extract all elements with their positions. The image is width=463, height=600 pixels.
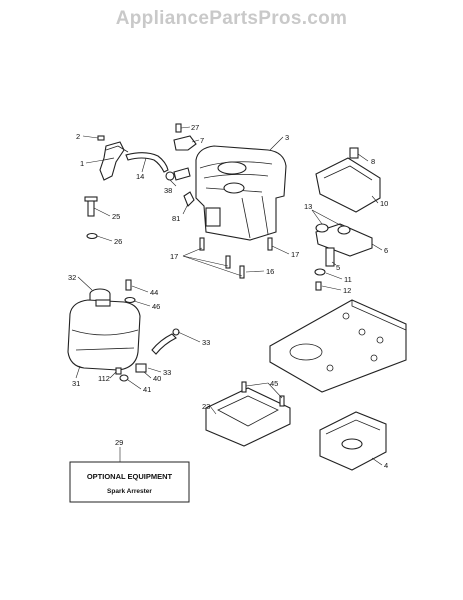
- fitting-38-part[interactable]: [165, 167, 191, 181]
- optional-equipment-title: OPTIONAL EQUIPMENT: [87, 472, 173, 481]
- clamp-41-part[interactable]: [119, 374, 129, 382]
- callout-27: 27: [191, 123, 199, 132]
- bolts-45-part[interactable]: [241, 381, 285, 407]
- callout-17-left: 17: [170, 252, 178, 261]
- callout-33-upper: 33: [202, 338, 210, 347]
- callout-8: 8: [371, 157, 375, 166]
- callout-45: 45: [270, 379, 278, 388]
- filter-40-part[interactable]: [135, 363, 147, 373]
- callout-16: 16: [266, 267, 274, 276]
- fitting-112-part[interactable]: [115, 367, 122, 375]
- callout-3: 3: [285, 133, 289, 142]
- callout-10: 10: [380, 199, 388, 208]
- muffler-part[interactable]: [319, 411, 387, 471]
- callout-7: 7: [200, 136, 204, 145]
- throttle-bracket-part[interactable]: [97, 135, 129, 181]
- callout-38: 38: [164, 186, 172, 195]
- steering-bracket-part[interactable]: [315, 223, 373, 267]
- callout-17-right: 17: [291, 250, 299, 259]
- optional-equipment-box: OPTIONAL EQUIPMENT Spark Arrester: [69, 461, 190, 503]
- callout-40: 40: [153, 374, 161, 383]
- washer-11-part[interactable]: [314, 268, 326, 276]
- bolt-44-part[interactable]: [125, 279, 132, 291]
- callout-labels: 2 1 14 27 7 3 8 38 81 10 25 26 13 6 17 1…: [68, 123, 388, 470]
- fuel-hose-33-part[interactable]: [151, 328, 180, 355]
- dash-panel-part[interactable]: [315, 147, 381, 213]
- washer-26-part[interactable]: [86, 232, 98, 240]
- bolt-12-part[interactable]: [315, 281, 322, 291]
- callout-11: 11: [344, 275, 352, 284]
- callout-41: 41: [143, 385, 151, 394]
- callout-25: 25: [112, 212, 120, 221]
- callout-33-lower: 33: [163, 368, 171, 377]
- leader-lines: [75, 126, 383, 466]
- callout-29: 29: [115, 438, 123, 447]
- engine-part[interactable]: [195, 145, 287, 241]
- fitting-81-part[interactable]: [183, 191, 195, 207]
- heat-shield-part[interactable]: [205, 387, 291, 447]
- engine-bolts-part[interactable]: [199, 237, 273, 279]
- callout-112: 112: [98, 374, 110, 383]
- watermark: AppliancePartsPros.com: [115, 8, 348, 29]
- callout-26: 26: [114, 237, 122, 246]
- bolt-25-part[interactable]: [84, 196, 98, 217]
- callout-46: 46: [152, 302, 160, 311]
- callout-5: 5: [336, 263, 340, 272]
- callout-1: 1: [80, 159, 84, 168]
- callout-13: 13: [304, 202, 312, 211]
- washer-46-part[interactable]: [124, 296, 136, 304]
- callout-2: 2: [76, 132, 80, 141]
- callout-23: 23: [202, 402, 210, 411]
- bracket-27-part[interactable]: [173, 123, 197, 151]
- chassis-plate-part[interactable]: [269, 299, 407, 393]
- callout-81: 81: [172, 214, 180, 223]
- callout-44: 44: [150, 288, 158, 297]
- callout-31: 31: [72, 379, 80, 388]
- callout-32: 32: [68, 273, 76, 282]
- optional-equipment-subtitle: Spark Arrester: [107, 488, 152, 495]
- fuel-tank-part[interactable]: [67, 299, 141, 371]
- callout-6: 6: [384, 246, 388, 255]
- callout-14: 14: [136, 172, 144, 181]
- callout-12: 12: [343, 286, 351, 295]
- callout-4: 4: [384, 461, 388, 470]
- fuel-line-part[interactable]: [125, 152, 169, 173]
